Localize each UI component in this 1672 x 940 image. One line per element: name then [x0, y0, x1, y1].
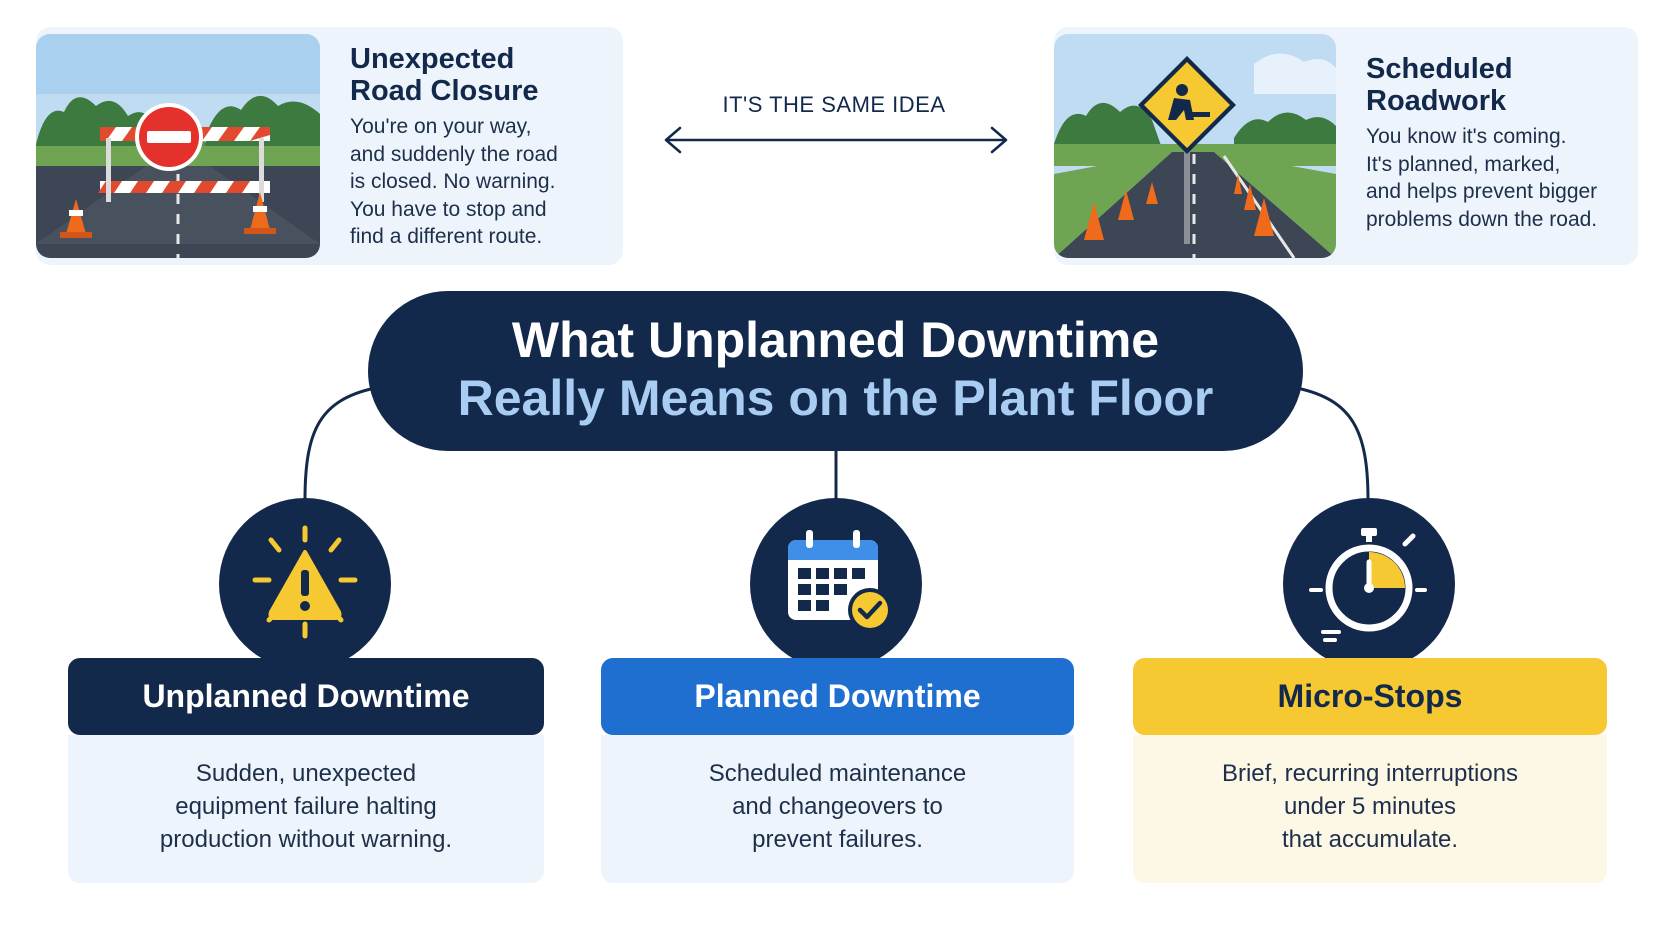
planned-icon-circle — [750, 498, 922, 670]
headline-line-2: Really Means on the Plant Floor — [457, 370, 1214, 426]
micro-stops-header: Micro-Stops — [1133, 658, 1607, 735]
unplanned-icon-circle — [219, 498, 391, 670]
planned-downtime-description: Scheduled maintenance and changeovers to… — [601, 735, 1074, 883]
scheduled-roadwork-illustration — [1054, 34, 1336, 258]
same-idea-label: IT'S THE SAME IDEA — [722, 92, 946, 117]
headline-pill: What Unplanned Downtime Really Means on … — [368, 291, 1303, 451]
warning-icon — [252, 525, 358, 639]
unplanned-downtime-header: Unplanned Downtime — [68, 658, 544, 735]
scheduled-roadwork-description: You know it's coming. It's planned, mark… — [1366, 125, 1598, 231]
road-closure-description: You're on your way, and suddenly the roa… — [350, 115, 558, 248]
road-closure-title: Unexpected Road Closure — [350, 43, 539, 107]
road-closure-illustration — [36, 34, 320, 258]
stopwatch-icon — [1309, 528, 1427, 642]
planned-downtime-header: Planned Downtime — [601, 658, 1074, 735]
analogy-card-road-closure: Unexpected Road Closure You're on your w… — [36, 27, 623, 265]
micro-stops-icon-circle — [1283, 498, 1455, 670]
calendar-check-icon — [788, 530, 892, 632]
micro-stops-description: Brief, recurring interruptions under 5 m… — [1133, 735, 1607, 883]
analogy-card-scheduled-roadwork: Scheduled Roadwork You know it's coming.… — [1054, 27, 1638, 265]
unplanned-downtime-description: Sudden, unexpected equipment failure hal… — [68, 735, 544, 883]
scheduled-roadwork-title: Scheduled Roadwork — [1366, 53, 1513, 117]
double-arrow-icon — [664, 126, 1008, 154]
headline-line-1: What Unplanned Downtime — [511, 312, 1160, 368]
